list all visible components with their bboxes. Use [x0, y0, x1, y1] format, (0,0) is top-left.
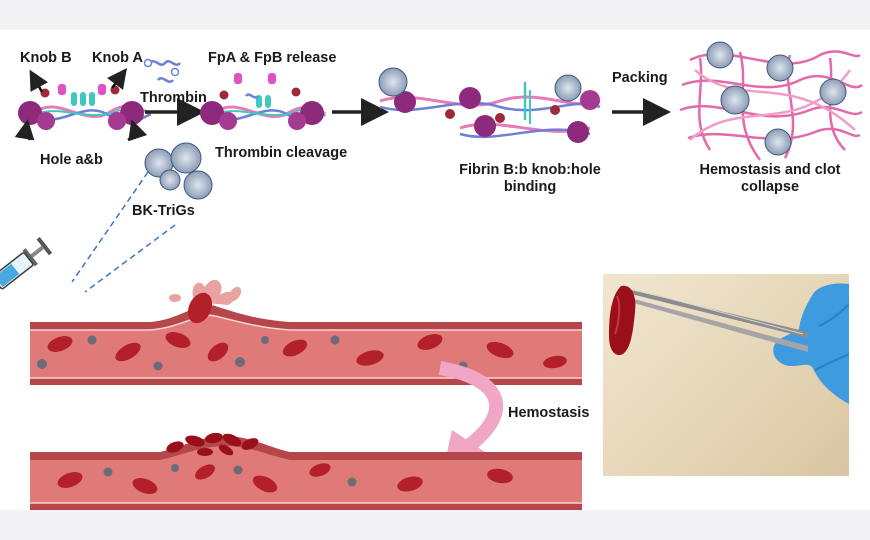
knob-a-label: Knob A — [92, 50, 144, 66]
hemostasis-label: Hemostasis — [508, 405, 590, 421]
hemostasis-photo — [603, 274, 849, 476]
bk-trigs-label: BK-TriGs — [132, 203, 195, 219]
knob-b-label: Knob B — [20, 50, 72, 66]
hole-label: Hole a&b — [40, 152, 103, 168]
nanoparticle-icon — [706, 41, 847, 156]
cleaved-fibrinogen-icon — [200, 73, 327, 130]
tweezers-icon — [623, 288, 808, 352]
red-blood-cell-icon — [57, 463, 513, 494]
bk-trigs-nanoparticles-icon — [144, 142, 213, 200]
red-blood-cell-icon — [47, 332, 567, 369]
nanoparticle-icon — [378, 67, 582, 102]
fibrinogen-molecule-icon — [18, 84, 152, 130]
syringe-icon — [0, 237, 53, 290]
fibrin-binding-line2: binding — [503, 179, 557, 195]
fibrin-binding-line1: Fibrin B:b knob:hole — [459, 162, 601, 178]
blood-vessel-icon — [30, 436, 582, 510]
fibrin-polymer-icon — [379, 82, 601, 143]
hemostasis-clot-line1: Hemostasis and clot — [699, 162, 841, 178]
blood-clot-plug-icon — [166, 432, 259, 456]
photo-drawing — [609, 283, 849, 404]
thrombin-enzyme-icon — [143, 58, 181, 83]
blood-clot-icon — [609, 285, 636, 356]
fibrin-binding-label: Fibrin B:b knob:hole binding — [430, 162, 630, 196]
fpa-fpb-release-label: FpA & FpB release — [208, 50, 337, 66]
thrombin-cleavage-label: Thrombin cleavage — [215, 145, 348, 161]
hemostasis-clot-label: Hemostasis and clot collapse — [672, 162, 868, 196]
nanoparticle-icon — [103, 464, 357, 487]
hemostasis-clot-line2: collapse — [740, 179, 800, 195]
thrombin-label: Thrombin — [140, 90, 207, 106]
glove-icon — [773, 283, 849, 404]
packing-label: Packing — [612, 70, 668, 86]
blood-splash-icon — [169, 279, 242, 324]
